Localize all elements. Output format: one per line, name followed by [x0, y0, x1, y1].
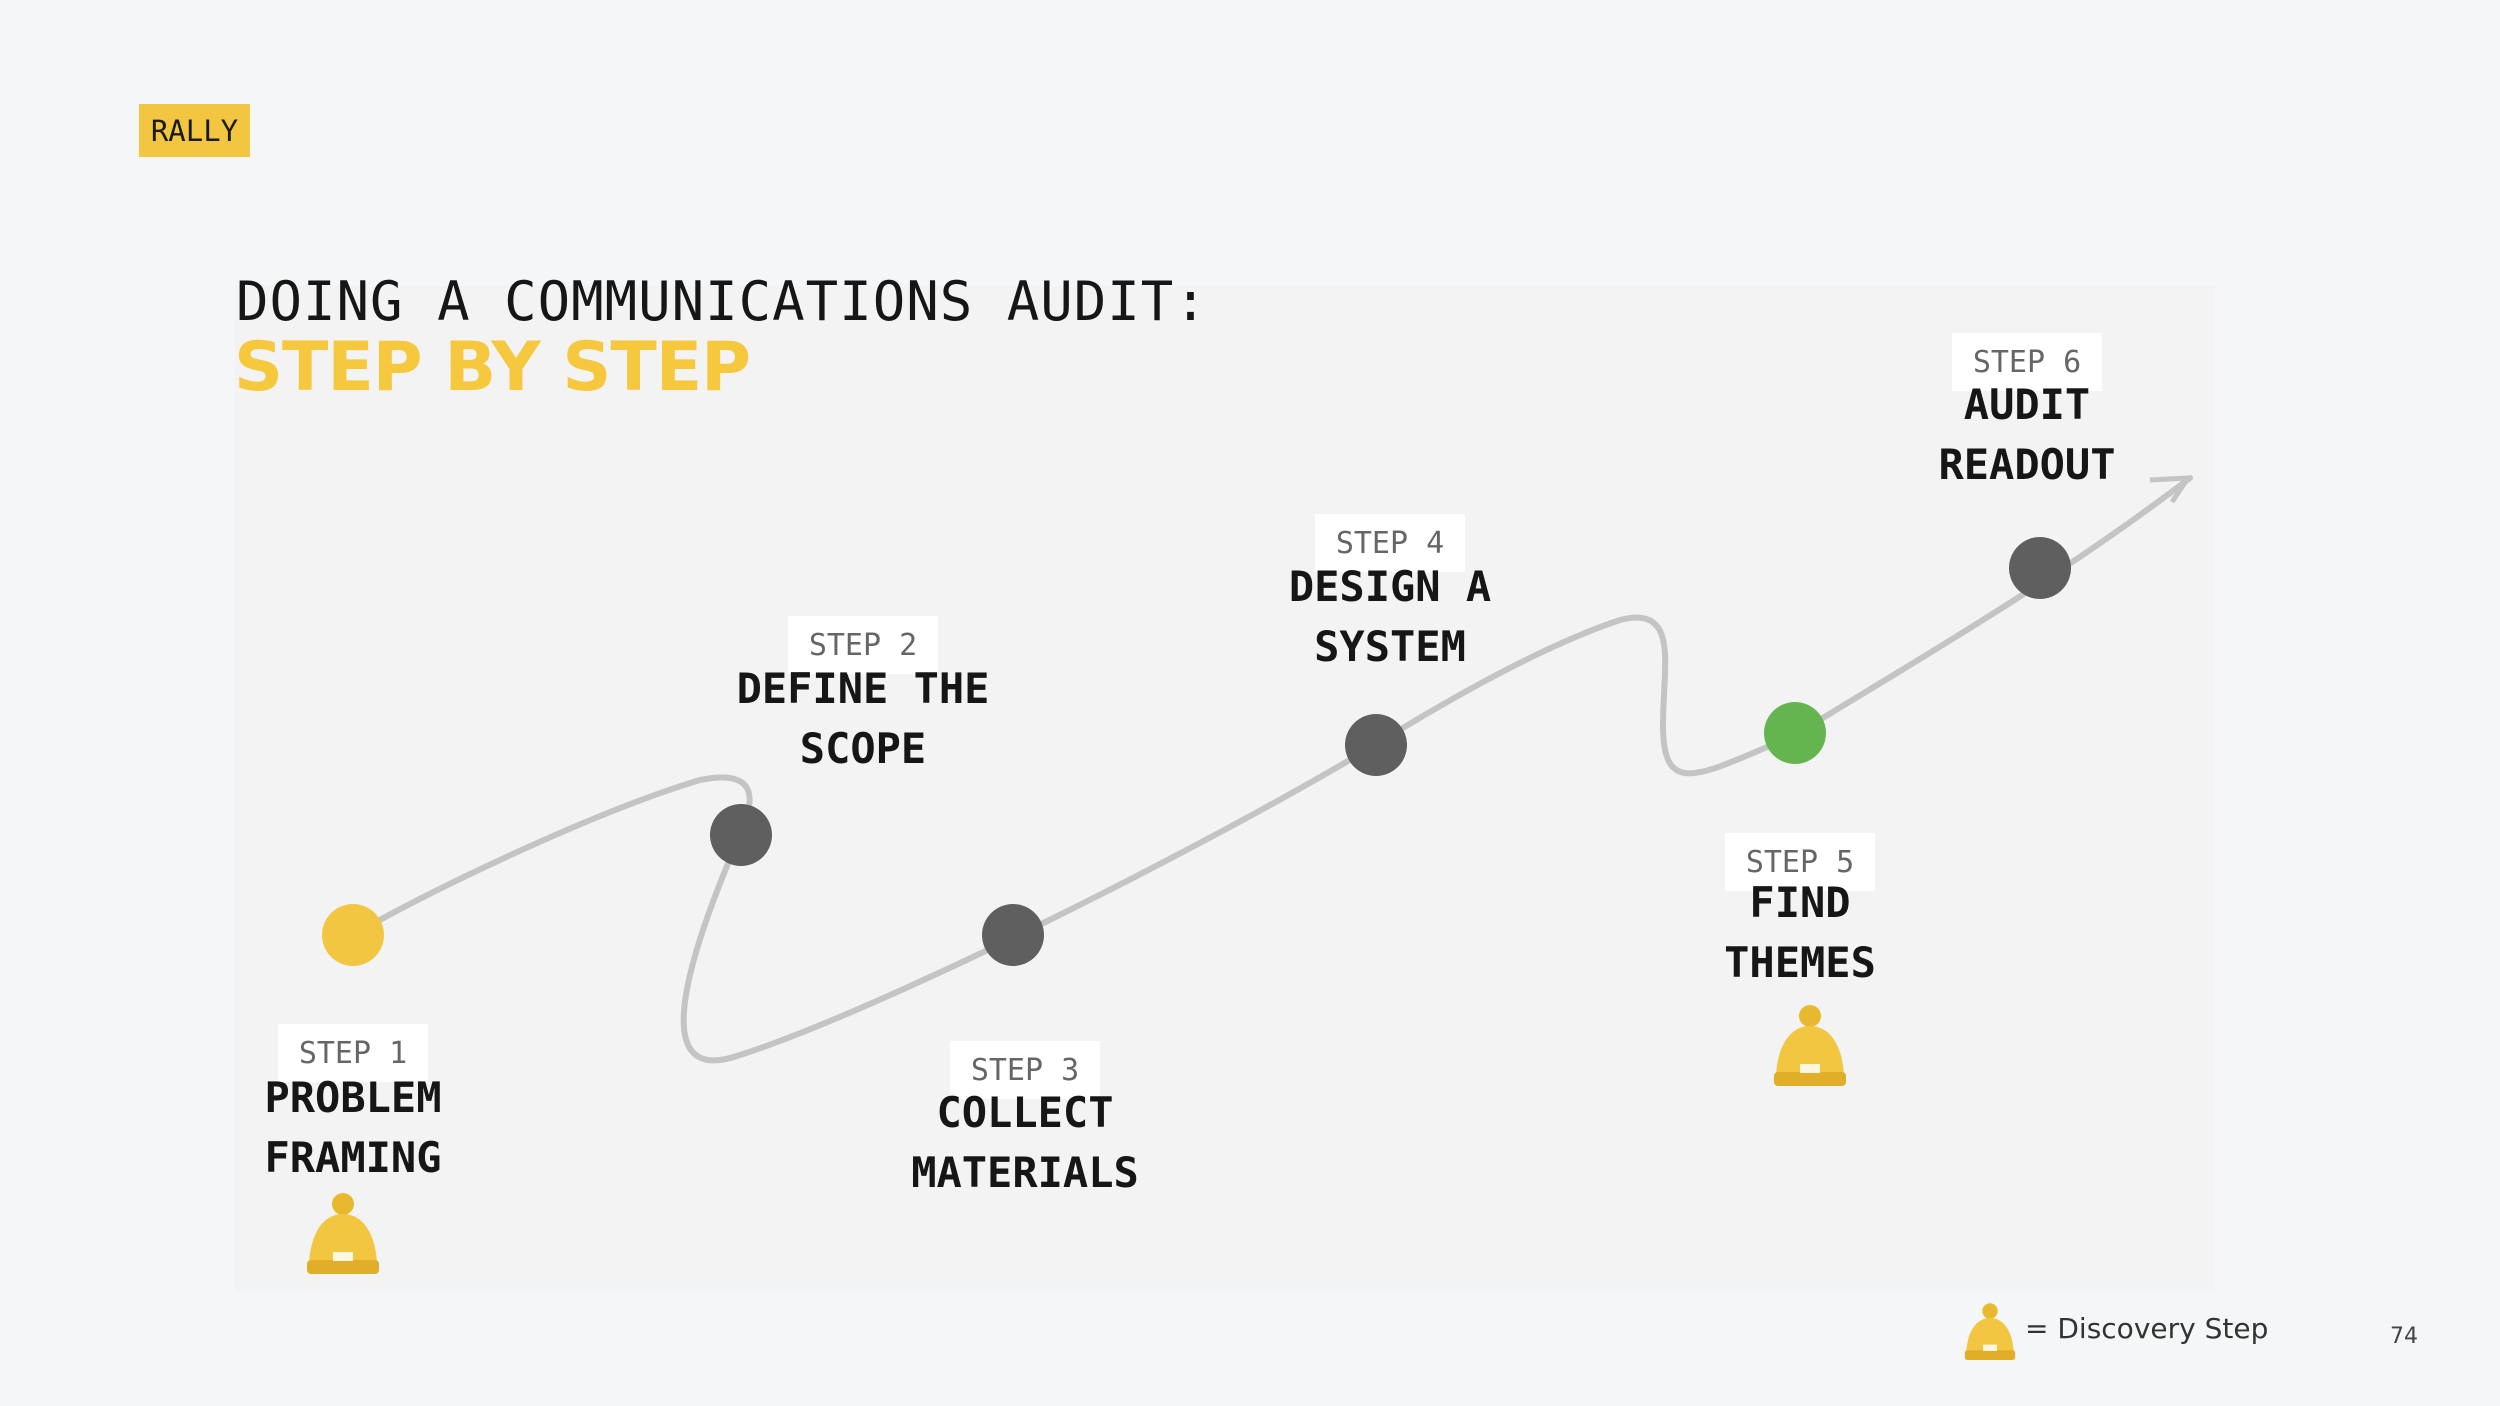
step-6-title: AUDIT READOUT — [1867, 375, 2187, 495]
step-1-discovery-hat-icon — [303, 1192, 383, 1281]
step-2-title-line: DEFINE THE — [736, 664, 990, 713]
step-5-tag: STEP 5 — [1725, 833, 1875, 891]
step-3-title: COLLECT MATERIALS — [865, 1083, 1185, 1203]
step-4-title-line: DESIGN A — [1288, 562, 1492, 611]
brand-badge: RALLY — [139, 104, 250, 157]
brand-label: RALLY — [150, 113, 239, 148]
step-2-dot — [710, 804, 772, 866]
step-1-tag: STEP 1 — [278, 1024, 428, 1082]
step-4-dot — [1345, 714, 1407, 776]
step-3-title-line: COLLECT — [936, 1088, 1114, 1137]
step-1-title-line: PROBLEM — [264, 1073, 442, 1122]
step-6-dot — [2009, 537, 2071, 599]
step-6-tag: STEP 6 — [1952, 333, 2102, 391]
legend-label: = Discovery Step — [2025, 1312, 2269, 1345]
step-3-dot — [982, 904, 1044, 966]
step-4-title-line: SYSTEM — [1314, 622, 1466, 671]
step-6-title-line: READOUT — [1938, 440, 2116, 489]
page-title: DOING A COMMUNICATIONS AUDIT: — [236, 270, 1208, 333]
step-3-title-line: MATERIALS — [911, 1148, 1139, 1197]
step-6-title-line: AUDIT — [1963, 380, 2091, 429]
step-2-tag: STEP 2 — [788, 616, 938, 674]
page-number: 74 — [2390, 1324, 2418, 1349]
step-1-title: PROBLEM FRAMING — [193, 1068, 513, 1188]
legend-discovery-hat-icon — [1962, 1302, 2018, 1367]
step-2-title-line: SCOPE — [799, 724, 927, 773]
step-5-discovery-hat-icon — [1770, 1004, 1850, 1093]
step-2-title: DEFINE THE SCOPE — [703, 659, 1023, 779]
step-5-dot — [1764, 702, 1826, 764]
step-5-title-line: FIND — [1749, 878, 1851, 927]
page-subtitle: STEP BY STEP — [234, 328, 751, 407]
step-1-title-line: FRAMING — [264, 1133, 442, 1182]
journey-arrowhead — [2149, 475, 2191, 504]
journey-path-line — [350, 475, 2193, 1064]
diagram-panel — [235, 286, 2215, 1291]
step-1-dot — [322, 904, 384, 966]
step-5-title-line: THEMES — [1724, 938, 1876, 987]
step-4-tag: STEP 4 — [1315, 514, 1465, 572]
step-4-title: DESIGN A SYSTEM — [1230, 557, 1550, 677]
step-3-tag: STEP 3 — [950, 1041, 1100, 1099]
step-5-title: FIND THEMES — [1640, 873, 1960, 993]
